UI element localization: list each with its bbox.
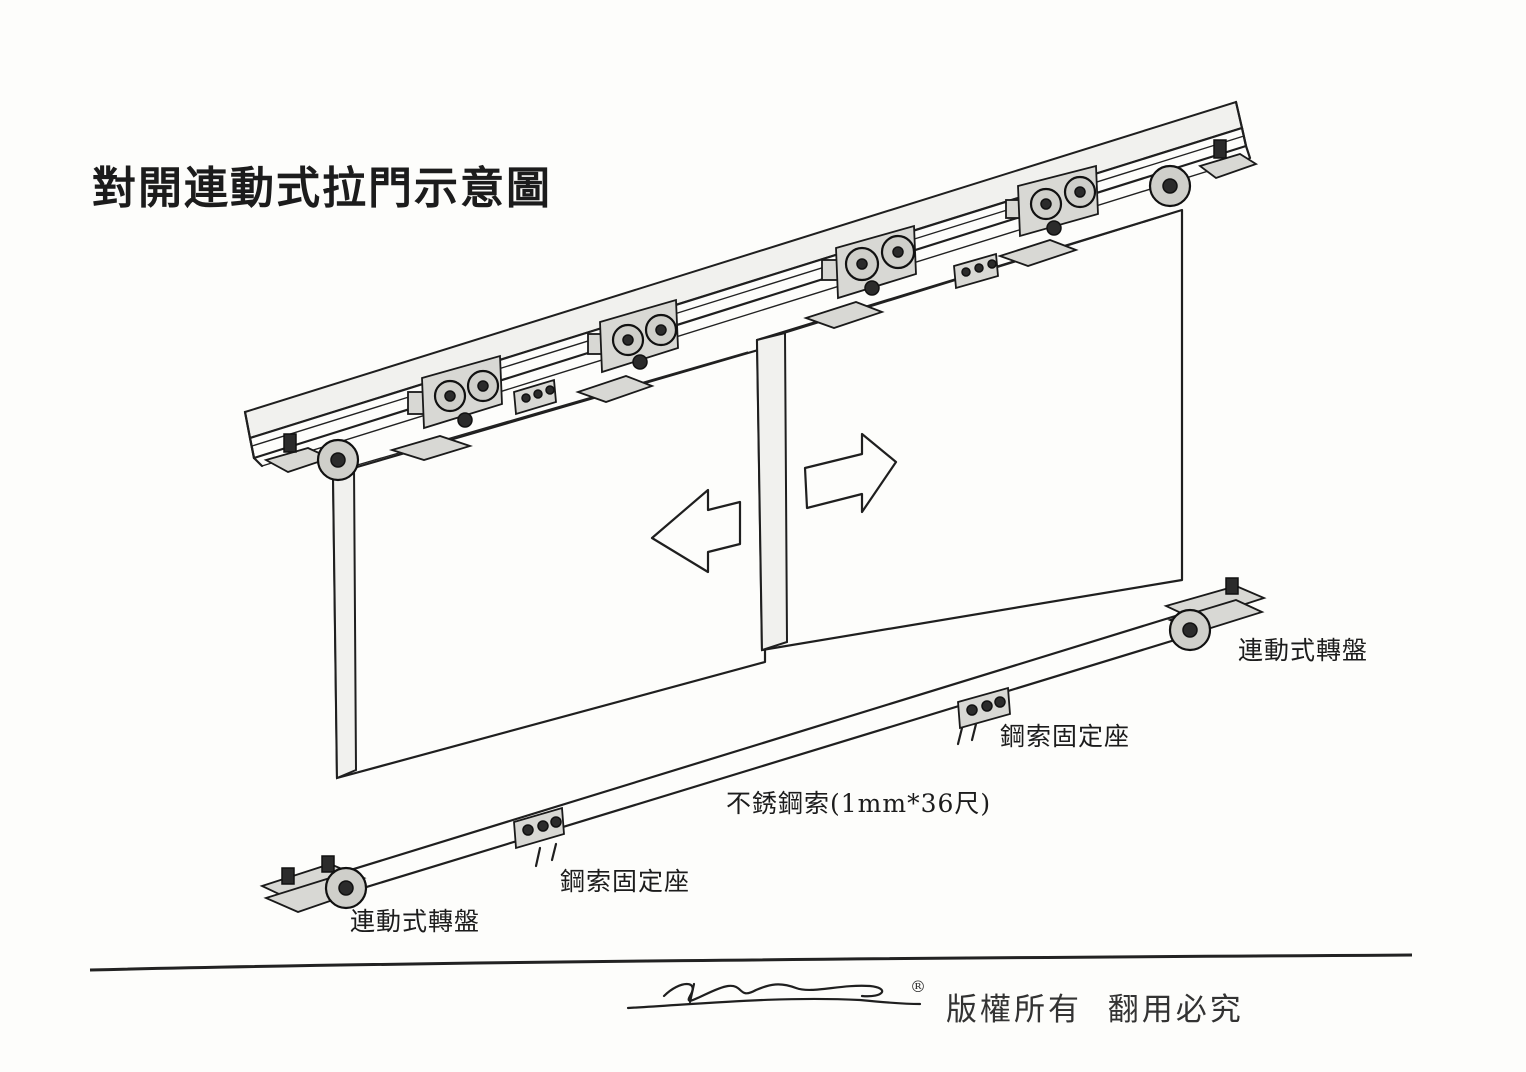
roller-carriage [803, 224, 917, 329]
label-clamp-left: 鋼索固定座 [560, 867, 690, 896]
lower-pulley-right [1163, 577, 1267, 652]
footer-divider [89, 953, 1413, 972]
roller-carriage [997, 164, 1099, 267]
diagram-title: 對開連動式拉門示意圖 [92, 163, 552, 214]
steel-cable [316, 612, 1190, 902]
roller-carriage [388, 354, 503, 461]
right-door-panel [755, 208, 1184, 652]
roller-carriage [575, 298, 679, 403]
arrow-right-icon [803, 432, 898, 514]
signature-mark [626, 982, 922, 1010]
lower-cable-clamp-left [513, 806, 565, 868]
label-clamp-right: 鋼索固定座 [1000, 722, 1130, 751]
arrow-left-icon [650, 488, 742, 574]
lower-cable-clamp-right [956, 686, 1011, 746]
label-pulley-right: 連動式轉盤 [1238, 636, 1368, 665]
upper-pulley-right [1148, 139, 1259, 208]
label-pulley-left: 連動式轉盤 [350, 907, 480, 936]
registered-mark: ® [910, 977, 926, 996]
copyright-notice: 版權所有 翻用必究 [946, 992, 1244, 1028]
upper-pulley-left [263, 433, 360, 482]
label-cable: 不銹鋼索(1mm*36尺) [726, 789, 991, 818]
upper-cable-clamp [953, 252, 999, 290]
upper-cable-clamp [513, 378, 557, 416]
lower-pulley-left [259, 855, 368, 913]
